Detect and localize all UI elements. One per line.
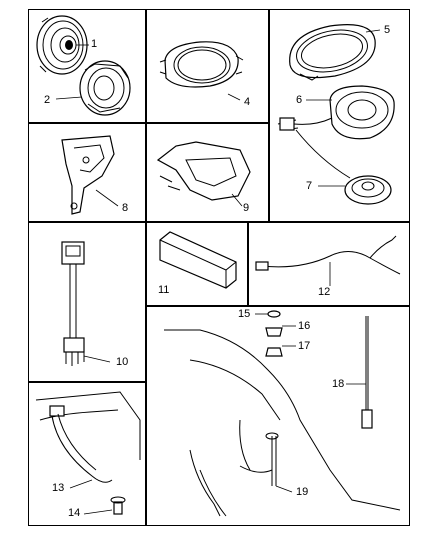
cell-ground-strap	[28, 382, 146, 526]
bracket-9-illustration	[156, 141, 251, 201]
speaker-rear-grille-illustration	[289, 24, 376, 81]
callout-part-2: 2	[44, 94, 51, 106]
fender-illustration	[164, 329, 401, 517]
cell-antenna-lead	[28, 222, 146, 382]
ground-strap-illustration	[35, 391, 141, 515]
callout-part-4: 4	[244, 96, 251, 108]
callout-part-17: 17	[298, 340, 311, 352]
callout-part-18: 18	[332, 378, 345, 390]
cover-illustration	[159, 231, 237, 289]
callout-part-6: 6	[296, 94, 303, 106]
speaker-back-illustration	[79, 60, 131, 116]
bracket-8-illustration	[61, 135, 115, 215]
antenna-lead-illustration	[61, 241, 85, 366]
speaker-rear-illustration	[277, 85, 395, 140]
antenna-mast-illustration	[361, 316, 373, 429]
callout-part-1: 1	[91, 38, 98, 50]
callout-part-10: 10	[116, 356, 129, 368]
cell-cable	[248, 222, 410, 306]
speaker-adapter-illustration	[159, 41, 244, 88]
callout-part-16: 16	[298, 320, 311, 332]
callout-part-15: 15	[238, 308, 251, 320]
callout-part-5: 5	[384, 24, 391, 36]
tweeter-illustration	[295, 129, 392, 205]
antenna-hardware-illustration	[265, 310, 283, 357]
callout-part-7: 7	[306, 180, 313, 192]
callout-part-11: 11	[158, 284, 170, 296]
callout-part-13: 13	[52, 482, 65, 494]
callout-part-12: 12	[318, 286, 331, 298]
callout-part-9: 9	[243, 202, 250, 214]
cable-illustration	[255, 235, 401, 275]
callout-part-14: 14	[68, 507, 81, 519]
callout-part-8: 8	[122, 202, 129, 214]
callout-part-19: 19	[296, 486, 309, 498]
